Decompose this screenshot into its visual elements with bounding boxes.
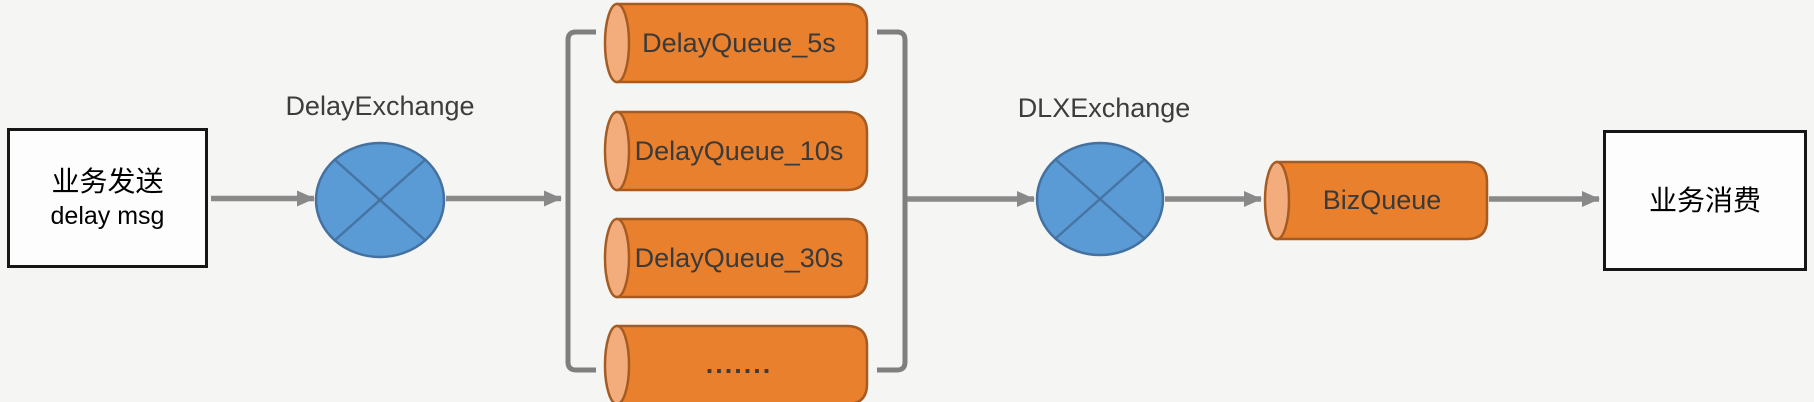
right-bracket [877,29,908,373]
delay-exchange-label: DelayExchange [285,91,475,121]
dlx-exchange-label: DLXExchange [1017,93,1191,123]
producer-label-en: delay msg [50,201,165,230]
delay-exchange-icon [314,141,446,259]
dlx-exchange-icon [1035,141,1165,257]
producer-label-cn: 业务发送 [51,166,164,198]
bizqueue-cylinder [1263,160,1489,241]
left-bracket [565,29,596,373]
queue-cylinder-5s [603,2,869,84]
queue-cylinder-more [603,324,869,402]
consumer-box: 业务消费 [1603,130,1807,271]
consumer-label: 业务消费 [1648,184,1761,216]
queue-cylinder-10s [603,110,869,192]
queue-cylinder-30s [603,217,869,299]
producer-box: 业务发送 delay msg [7,128,208,268]
